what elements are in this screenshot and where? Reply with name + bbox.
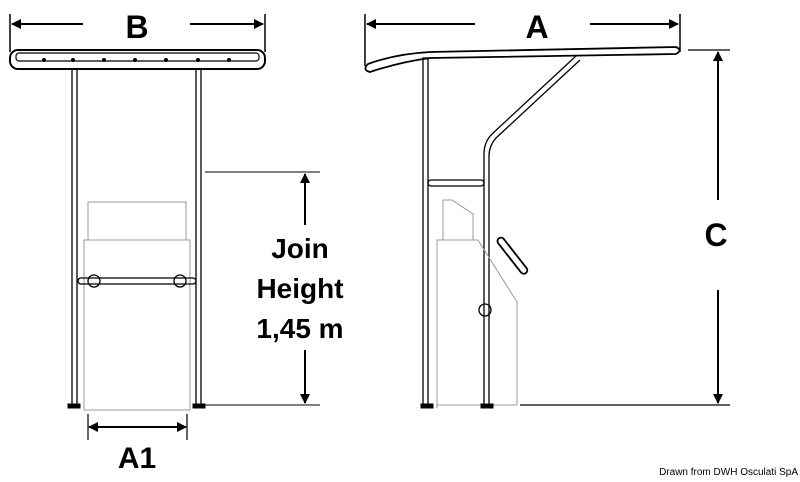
console-body-side <box>436 239 518 408</box>
label-c: C <box>704 217 727 253</box>
front-post-left <box>71 68 78 406</box>
front-post-right <box>195 68 202 406</box>
crossbar-side <box>427 179 485 187</box>
grab-rail-front <box>77 277 197 285</box>
credit-text: Drawn from DWH Osculati SpA <box>659 467 798 478</box>
side-view <box>364 14 730 409</box>
foot-left <box>67 403 81 409</box>
rear-post-side <box>483 55 581 405</box>
canopy-rivets <box>42 58 231 62</box>
foot-front-side <box>420 403 434 409</box>
label-b: B <box>125 9 148 45</box>
rail-knob-left <box>87 274 101 288</box>
rail-knob-right <box>173 274 187 288</box>
label-a1: A1 <box>118 442 156 475</box>
label-join-1: Join <box>271 233 329 264</box>
front-view <box>9 14 320 440</box>
console-top-side <box>442 199 474 240</box>
label-a: A <box>525 9 548 45</box>
label-join-2: Height <box>256 273 343 304</box>
rear-post-knob <box>478 303 492 317</box>
foot-rear-side <box>480 403 494 409</box>
steering-wheel <box>496 236 529 275</box>
label-join-3: 1,45 m <box>256 313 343 344</box>
canopy-inner-front <box>15 52 260 62</box>
console-top-front <box>87 201 187 241</box>
console-body-front <box>83 239 191 411</box>
foot-right <box>192 403 206 409</box>
front-post-side <box>422 57 429 406</box>
canopy-side <box>364 46 681 73</box>
canopy-frame-front <box>9 49 266 70</box>
